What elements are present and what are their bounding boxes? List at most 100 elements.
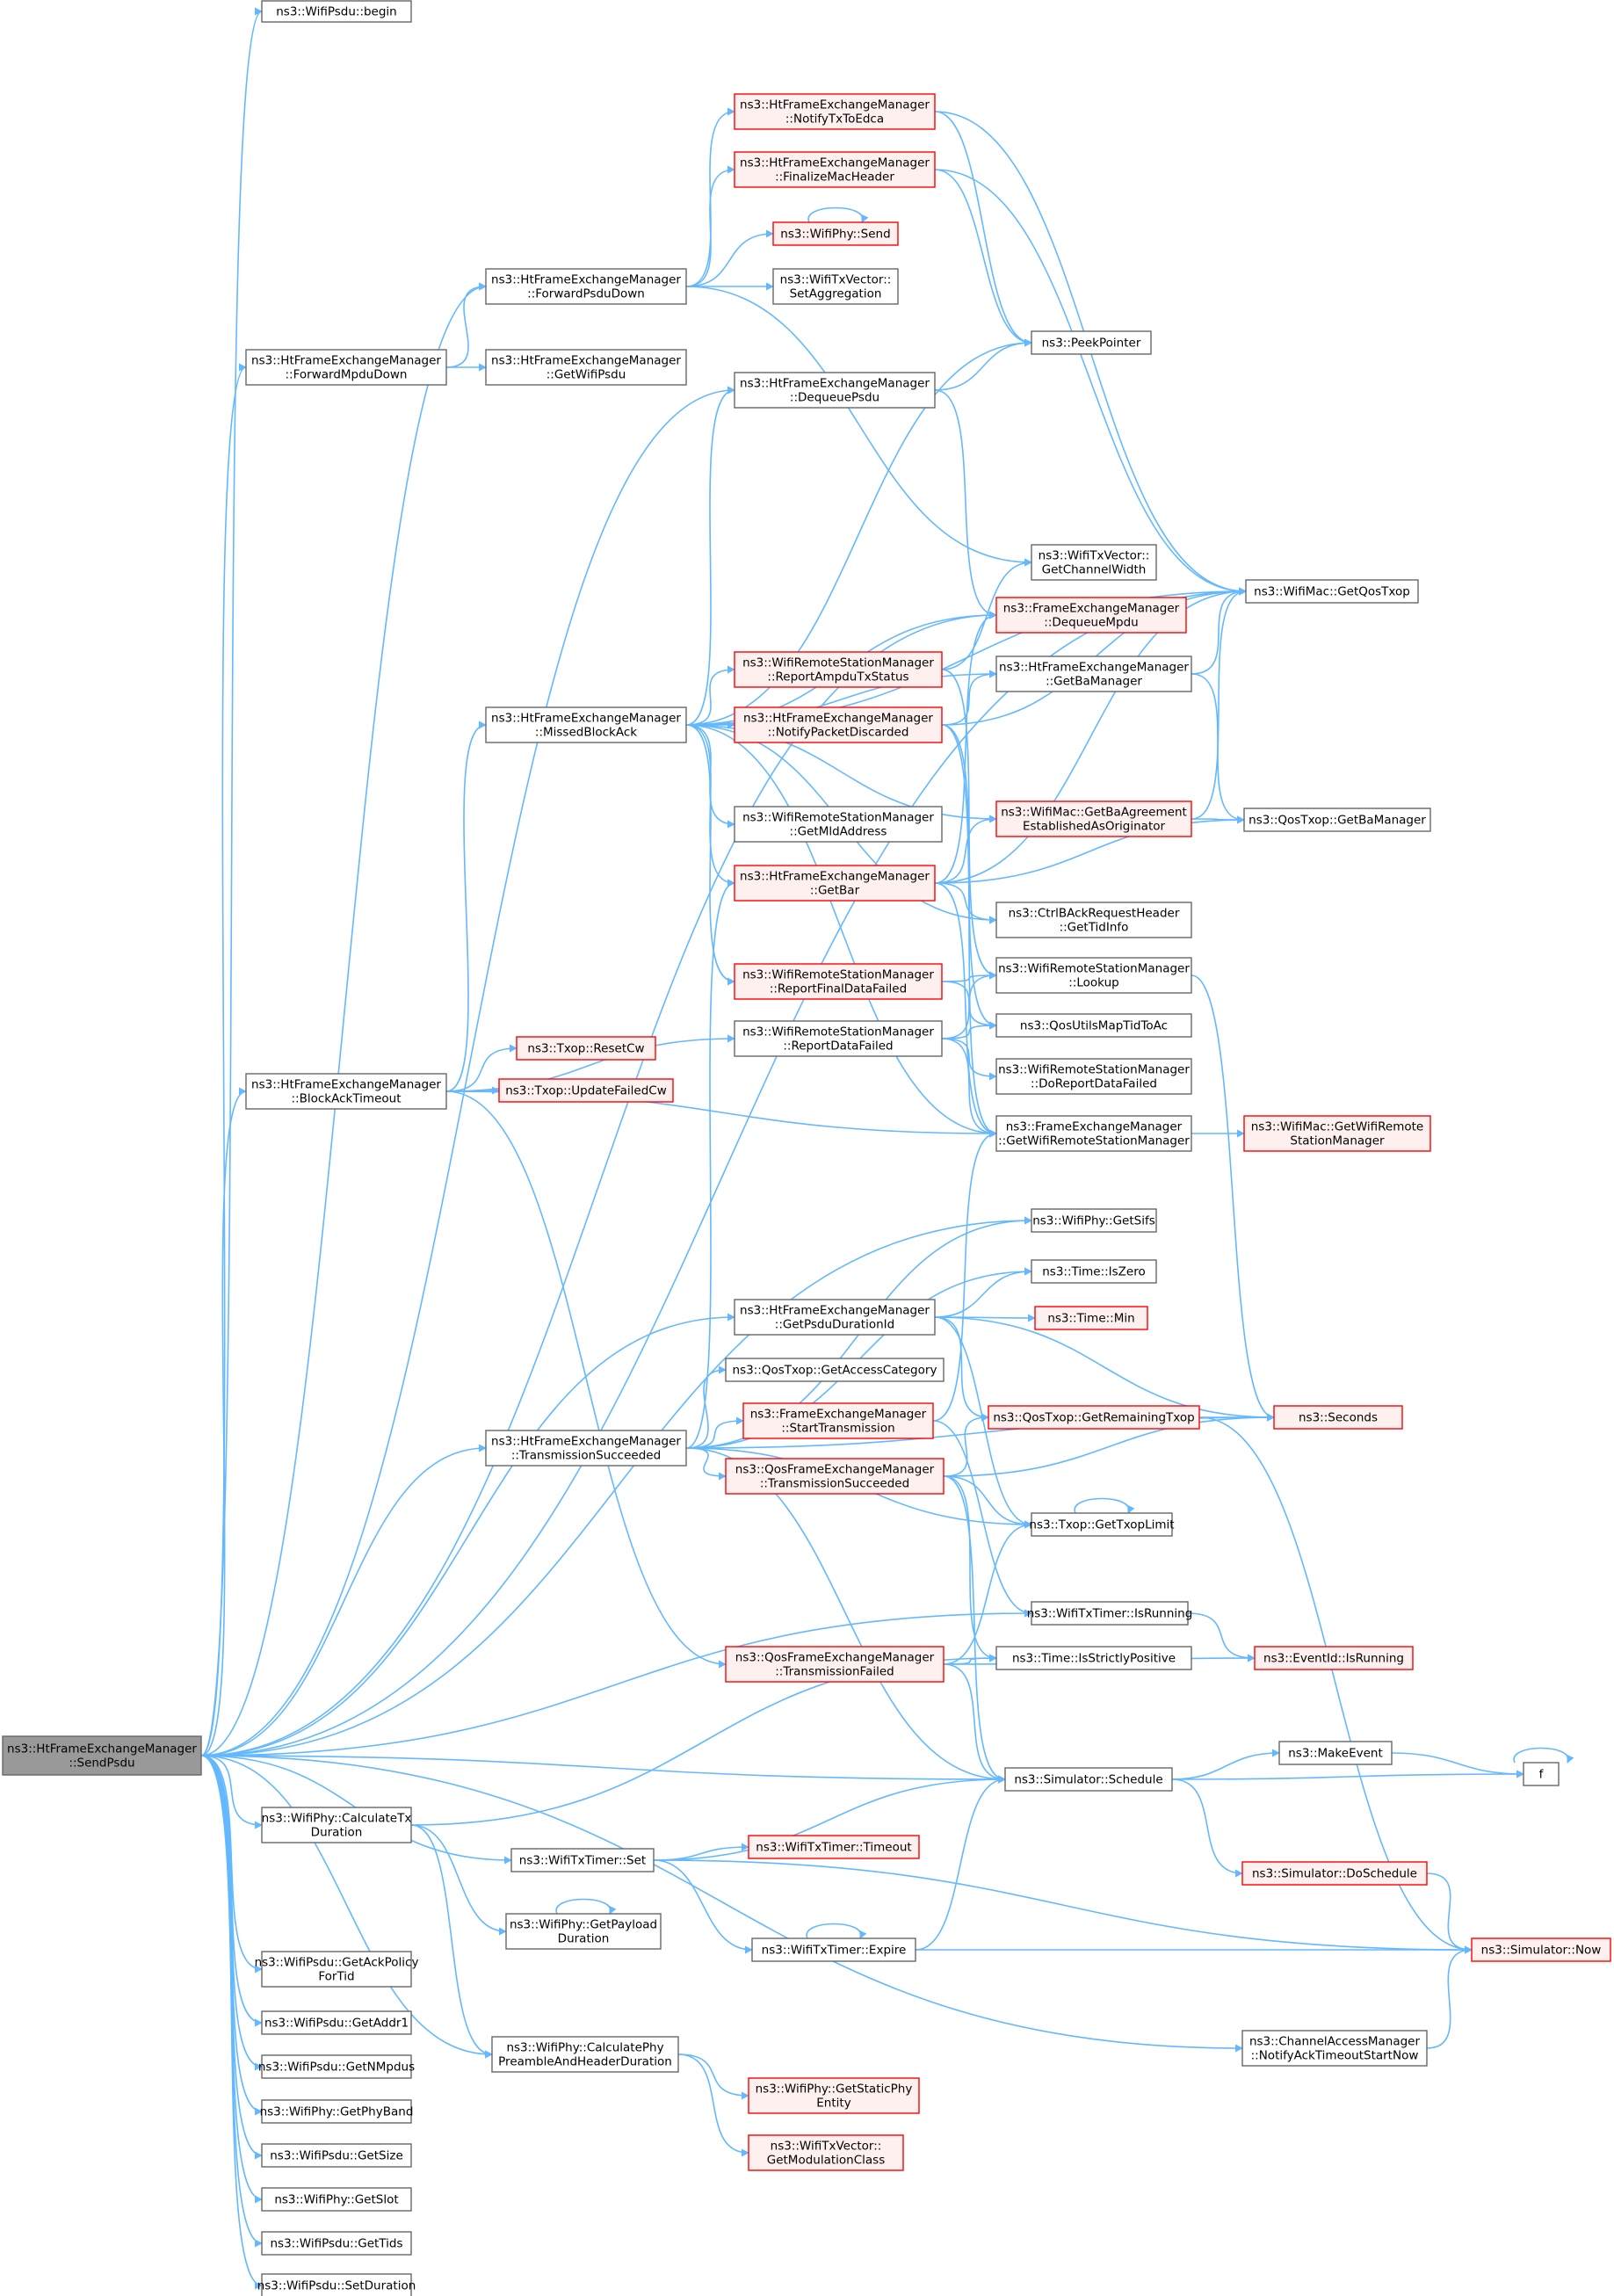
node-makeevent[interactable]: ns3::MakeEvent: [1278, 1741, 1393, 1765]
node-label: ::GetPsduDurationId: [775, 1318, 894, 1332]
edge-getbar-to-gettidinfo: [934, 882, 997, 924]
node-resetcw[interactable]: ns3::Txop::ResetCw: [516, 1036, 656, 1061]
node-schedule[interactable]: ns3::Simulator::Schedule: [1004, 1767, 1173, 1792]
node-box: [510, 1848, 655, 1872]
node-qostransmissionfailed[interactable]: ns3::QosFrameExchangeManager::Transmissi…: [725, 1646, 945, 1683]
node-getremainingtxop[interactable]: ns3::QosTxop::GetRemainingTxop: [988, 1405, 1200, 1430]
node-notifypacketdiscarded[interactable]: ns3::HtFrameExchangeManager::NotifyPacke…: [734, 706, 943, 743]
node-getsize[interactable]: ns3::WifiPsdu::GetSize: [261, 2143, 412, 2168]
node-qosgetbamanager[interactable]: ns3::QosTxop::GetBaManager: [1243, 808, 1431, 832]
node-setaggregation[interactable]: ns3::WifiTxVector::SetAggregation: [772, 268, 899, 305]
node-updatefailedcw[interactable]: ns3::Txop::UpdateFailedCw: [498, 1078, 674, 1103]
node-gettxoplimit[interactable]: ns3::Txop::GetTxopLimit: [1029, 1512, 1175, 1537]
node-box: [516, 1036, 656, 1061]
node-now[interactable]: ns3::Simulator::Now: [1471, 1937, 1611, 1962]
node-sendpsdu[interactable]: ns3::HtFrameExchangeManager::SendPsdu: [2, 1735, 202, 1776]
node-box: [725, 1646, 945, 1683]
node-doschedule[interactable]: ns3::Simulator::DoSchedule: [1241, 1861, 1428, 1886]
node-getqostxop[interactable]: ns3::WifiMac::GetQosTxop: [1245, 579, 1419, 604]
node-getmldaddress[interactable]: ns3::WifiRemoteStationManager::GetMldAdd…: [734, 806, 943, 843]
node-f[interactable]: f: [1523, 1762, 1560, 1786]
node-begin[interactable]: ns3::WifiPsdu::begin: [261, 0, 412, 23]
node-seconds[interactable]: ns3::Seconds: [1273, 1405, 1403, 1430]
edge-sendpsdu-to-calculatetxduration: [200, 1755, 263, 1829]
edge-forwardpsdudown-to-wifiphysend: [685, 229, 774, 287]
edge-getbar-to-getqostxop: [934, 587, 1247, 884]
node-label: ns3::Simulator::Schedule: [1014, 1773, 1162, 1787]
node-missedblockack[interactable]: ns3::HtFrameExchangeManager::MissedBlock…: [485, 706, 687, 743]
node-getpsdudurationid[interactable]: ns3::HtFrameExchangeManager::GetPsduDura…: [734, 1299, 936, 1336]
node-box: [995, 655, 1192, 692]
node-calculatephypreamble[interactable]: ns3::WifiPhy::CalculatePhyPreambleAndHea…: [491, 2036, 679, 2073]
node-label: ns3::WifiRemoteStationManager: [742, 656, 934, 670]
node-getnmpdus[interactable]: ns3::WifiPsdu::GetNMpdus: [258, 2054, 415, 2079]
node-getchannelwidth[interactable]: ns3::WifiTxVector::GetChannelWidth: [1031, 544, 1157, 581]
node-qosutilsmaptidtoac[interactable]: ns3::QosUtilsMapTidToAc: [995, 1013, 1192, 1038]
node-box: [485, 706, 687, 743]
node-getmodulationclass[interactable]: ns3::WifiTxVector::GetModulationClass: [748, 2134, 904, 2171]
node-label: ns3::WifiTxTimer::IsRunning: [1027, 1607, 1193, 1621]
node-notifytxtoedca[interactable]: ns3::HtFrameExchangeManager::NotifyTxToE…: [734, 93, 936, 130]
node-txtimerisrunning[interactable]: ns3::WifiTxTimer::IsRunning: [1027, 1601, 1193, 1626]
edge-qostransmissionfailed-to-schedule: [943, 1663, 1006, 1784]
node-forwardpsdudown[interactable]: ns3::HtFrameExchangeManager::ForwardPsdu…: [485, 268, 687, 305]
node-label: ns3::WifiRemoteStationManager: [742, 968, 934, 982]
node-getwifipsdu[interactable]: ns3::HtFrameExchangeManager::GetWifiPsdu: [485, 349, 687, 386]
node-htgetbamanager[interactable]: ns3::HtFrameExchangeManager::GetBaManage…: [995, 655, 1192, 692]
node-reportampdutxstatus[interactable]: ns3::WifiRemoteStationManager::ReportAmp…: [734, 651, 943, 688]
node-reportdatafailed[interactable]: ns3::WifiRemoteStationManager::ReportDat…: [734, 1020, 943, 1057]
node-wifiphysend[interactable]: ns3::WifiPhy::Send: [772, 221, 899, 246]
node-blockacktimeout[interactable]: ns3::HtFrameExchangeManager::BlockAckTim…: [245, 1073, 447, 1110]
node-peekpointer[interactable]: ns3::PeekPointer: [1031, 330, 1152, 355]
node-gettids[interactable]: ns3::WifiPsdu::GetTids: [261, 2231, 412, 2256]
node-lookup[interactable]: ns3::WifiRemoteStationManager::Lookup: [995, 957, 1192, 994]
node-getwifiremotestationmanager[interactable]: ns3::FrameExchangeManager::GetWifiRemote…: [995, 1115, 1192, 1152]
node-iszero[interactable]: ns3::Time::IsZero: [1031, 1259, 1157, 1284]
node-gettidinfo[interactable]: ns3::CtrlBAckRequestHeader::GetTidInfo: [995, 902, 1192, 938]
node-box: [748, 1835, 920, 1859]
node-label: ns3::WifiPhy::GetSlot: [274, 2193, 398, 2207]
node-setduration[interactable]: ns3::WifiPsdu::SetDuration: [257, 2273, 416, 2296]
edge-getpsdudurationid-to-seconds: [934, 1316, 1275, 1422]
edge-dequeuepsdu-to-dequeuempdu: [934, 389, 997, 619]
node-getaddr1[interactable]: ns3::WifiPsdu::GetAddr1: [261, 2010, 412, 2035]
node-doreportdatafailed[interactable]: ns3::WifiRemoteStationManager::DoReportD…: [995, 1058, 1192, 1095]
node-reportfinaldatafailed[interactable]: ns3::WifiRemoteStationManager::ReportFin…: [734, 963, 943, 1000]
node-label: ns3::WifiRemoteStationManager: [742, 1025, 934, 1039]
node-getsifs[interactable]: ns3::WifiPhy::GetSifs: [1031, 1208, 1157, 1233]
node-starttransmission[interactable]: ns3::FrameExchangeManager::StartTransmis…: [742, 1402, 934, 1439]
edge-sendpsdu-to-getackpolicyfortid: [200, 1755, 263, 1974]
node-qostransmissionsucceeded[interactable]: ns3::QosFrameExchangeManager::Transmissi…: [725, 1458, 945, 1495]
node-label: ns3::HtFrameExchangeManager: [491, 354, 681, 368]
node-dequeuepsdu[interactable]: ns3::HtFrameExchangeManager::DequeuePsdu: [734, 372, 936, 409]
node-box: [734, 651, 943, 688]
node-isstrictlypositive[interactable]: ns3::Time::IsStrictlyPositive: [995, 1646, 1192, 1670]
edge-sendpsdu-to-blockacktimeout: [200, 1087, 247, 1756]
node-label: ::TransmissionSucceeded: [511, 1449, 661, 1463]
node-getbar[interactable]: ns3::HtFrameExchangeManager::GetBar: [734, 865, 936, 902]
node-box: [995, 902, 1192, 938]
edge-reportdatafailed-to-getwifiremotestationmanager: [941, 1038, 997, 1138]
node-txtimerset[interactable]: ns3::WifiTxTimer::Set: [510, 1848, 655, 1872]
node-getbaagreement[interactable]: ns3::WifiMac::GetBaAgreementEstablishedA…: [995, 800, 1192, 837]
node-timemin[interactable]: ns3::Time::Min: [1034, 1306, 1148, 1330]
edge-sendpsdu-to-begin: [200, 7, 263, 1756]
node-httransmissionsucceeded[interactable]: ns3::HtFrameExchangeManager::Transmissio…: [485, 1430, 687, 1467]
node-timeout[interactable]: ns3::WifiTxTimer::Timeout: [748, 1835, 920, 1859]
node-getaccesscategory[interactable]: ns3::QosTxop::GetAccessCategory: [725, 1358, 945, 1382]
node-macgetwifiremote[interactable]: ns3::WifiMac::GetWifiRemoteStationManage…: [1243, 1115, 1431, 1152]
node-finalizemacheader[interactable]: ns3::HtFrameExchangeManager::FinalizeMac…: [734, 151, 936, 188]
node-expire[interactable]: ns3::WifiTxTimer::Expire: [751, 1937, 916, 1962]
node-dequeuempdu[interactable]: ns3::FrameExchangeManager::DequeueMpdu: [995, 597, 1187, 634]
edge-notifytxtoedca-to-peekpointer: [934, 111, 1032, 347]
node-getphyband[interactable]: ns3::WifiPhy::GetPhyBand: [260, 2099, 414, 2124]
node-forwardmpdudown[interactable]: ns3::HtFrameExchangeManager::ForwardMpdu…: [245, 349, 447, 386]
node-box: [245, 1073, 447, 1110]
node-eventidisrunning[interactable]: ns3::EventId::IsRunning: [1254, 1646, 1414, 1670]
node-notifyacktimeoutstartnow[interactable]: ns3::ChannelAccessManager::NotifyAckTime…: [1241, 2030, 1428, 2067]
node-getslot[interactable]: ns3::WifiPhy::GetSlot: [261, 2187, 412, 2212]
